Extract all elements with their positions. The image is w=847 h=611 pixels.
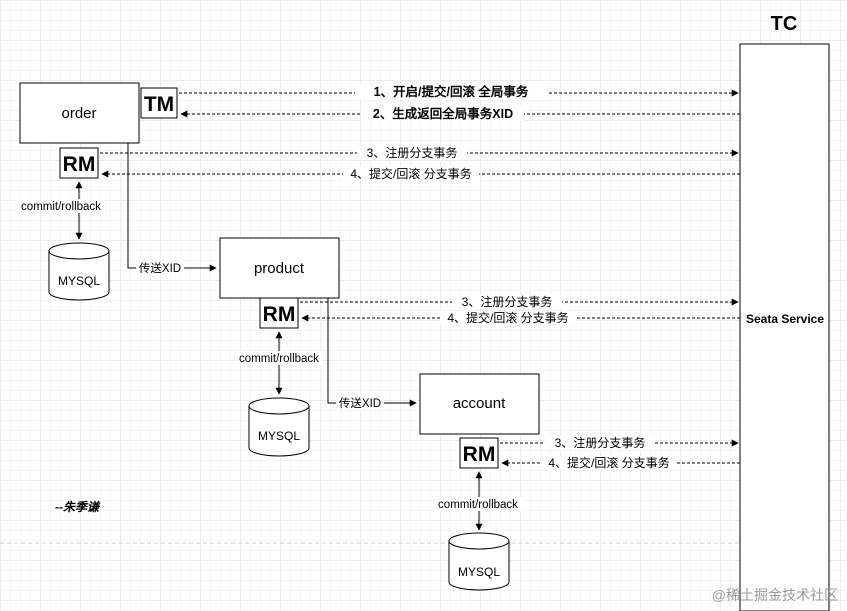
tm-begin-label-bg <box>355 84 547 99</box>
order-commit-rollback-label-bg <box>17 199 105 213</box>
order-to-product-xid-arrow <box>127 143 217 272</box>
order-commit-rollback-label: commit/rollback <box>21 201 101 213</box>
account-commit-rollback-label: commit/rollback <box>438 499 518 511</box>
order-register-label-bg <box>357 146 467 160</box>
seata-service-label: Seata Service <box>746 312 824 326</box>
order-mysql-db[interactable] <box>48 242 110 301</box>
product-to-account-xid-label: 传送XID <box>339 396 381 410</box>
author-signature: --朱季谦 <box>55 500 101 514</box>
product-register-label-bg <box>452 295 562 309</box>
tm-return-xid-label-bg <box>362 106 524 121</box>
tc-service-box[interactable] <box>739 43 830 611</box>
order-mysql-label: MYSQL <box>58 274 100 288</box>
account-register-label-bg <box>545 436 655 450</box>
order-commit-label: 4、提交/回滚 分支事务 <box>350 166 471 181</box>
account-commit-label-bg <box>541 456 677 470</box>
product-commit-rollback-label-bg <box>235 351 323 365</box>
order-rm-badge <box>59 147 99 179</box>
order-rm-badge-label: RM <box>63 153 96 176</box>
account-rm-badge <box>459 437 499 469</box>
order-xid-label-bg <box>136 261 184 275</box>
product-service-label: product <box>254 260 305 277</box>
product-register-label: 3、注册分支事务 <box>462 294 553 309</box>
account-mysql-label: MYSQL <box>458 565 500 579</box>
product-rm-badge-label: RM <box>263 303 296 326</box>
account-rm-badge-label: RM <box>463 443 496 466</box>
account-mysql-db[interactable] <box>448 532 510 591</box>
account-service-box[interactable] <box>419 373 540 435</box>
account-commit-rollback-label-bg <box>434 497 522 511</box>
product-mysql-db[interactable] <box>248 397 310 457</box>
order-register-label: 3、注册分支事务 <box>367 145 458 160</box>
order-service-label: order <box>61 105 96 122</box>
order-commit-label-bg <box>343 167 479 181</box>
order-service-box[interactable] <box>19 82 140 144</box>
tm-badge-label: TM <box>144 93 174 116</box>
product-commit-label-bg <box>440 311 576 325</box>
tm-return-xid-label: 2、生成返回全局事务XID <box>373 106 513 121</box>
tm-badge <box>140 87 178 119</box>
tc-title: TC <box>771 13 798 35</box>
order-to-product-xid-label: 传送XID <box>139 261 181 275</box>
product-to-account-xid-arrow <box>327 298 417 407</box>
account-commit-label: 4、提交/回滚 分支事务 <box>548 455 669 470</box>
product-mysql-label: MYSQL <box>258 429 300 443</box>
account-service-label: account <box>453 395 506 412</box>
watermark: @稀土掘金技术社区 <box>712 587 838 603</box>
product-commit-label: 4、提交/回滚 分支事务 <box>447 310 568 325</box>
product-rm-badge <box>259 297 299 329</box>
tm-begin-label: 1、开启/提交/回滚 全局事务 <box>374 84 529 99</box>
product-xid-label-bg <box>336 396 384 410</box>
product-commit-rollback-label: commit/rollback <box>239 353 319 365</box>
account-register-label: 3、注册分支事务 <box>555 435 646 450</box>
